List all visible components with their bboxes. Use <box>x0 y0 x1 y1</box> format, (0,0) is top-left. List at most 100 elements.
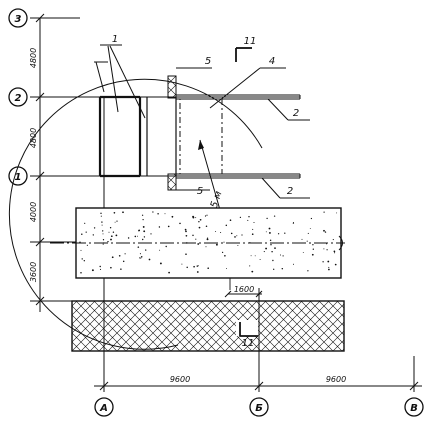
speckle <box>102 243 104 245</box>
svg-text:5: 5 <box>197 186 203 197</box>
speckle <box>85 231 87 233</box>
svg-text:1: 1 <box>112 34 118 45</box>
speckle <box>159 262 162 265</box>
speckle <box>108 231 110 233</box>
speckle <box>205 225 208 228</box>
speckle <box>253 221 255 224</box>
speckle <box>81 233 83 236</box>
speckle <box>107 240 109 243</box>
speckle <box>102 233 104 235</box>
speckle <box>326 249 328 251</box>
speckle <box>248 216 250 218</box>
speckle <box>277 233 280 235</box>
callout-2-lower: 2 <box>261 177 310 199</box>
speckle <box>142 218 144 221</box>
speckle <box>168 271 170 274</box>
speckle <box>236 235 238 237</box>
speckle <box>259 259 261 260</box>
speckle <box>250 255 252 257</box>
speckle <box>284 232 286 234</box>
speckle <box>137 246 140 248</box>
speckle <box>112 231 115 233</box>
speckle <box>312 248 314 250</box>
speckle <box>196 265 199 267</box>
speckle <box>220 231 222 234</box>
dim-span-ab: 9600 <box>170 375 190 384</box>
speckle <box>185 253 187 255</box>
section-mark-bottom: 11 <box>239 322 258 349</box>
callout-5-lower: 5 <box>176 186 210 197</box>
speckle <box>148 258 151 261</box>
speckle <box>142 225 145 228</box>
speckle <box>91 269 94 272</box>
speckle <box>225 224 228 227</box>
speckle <box>93 227 96 229</box>
speckle <box>118 255 121 257</box>
speckle <box>109 227 112 229</box>
speckle <box>199 218 202 221</box>
speckle <box>292 222 295 224</box>
speckle <box>152 211 154 213</box>
speckle <box>273 215 276 217</box>
speckle <box>312 244 314 246</box>
speckle <box>150 233 152 235</box>
speckle <box>143 236 146 238</box>
speckle <box>186 266 188 269</box>
speckle <box>326 243 328 245</box>
speckle <box>332 239 334 241</box>
speckle <box>122 260 125 263</box>
dim-span-bv: 9600 <box>326 375 346 384</box>
vertical-dimension-chain: 4800 4800 4000 3600 <box>29 13 45 312</box>
speckle <box>136 235 138 237</box>
speckle <box>207 267 209 269</box>
svg-text:А: А <box>99 403 108 414</box>
speckle <box>122 211 124 214</box>
offset-dimension: 1600 <box>224 285 263 298</box>
horizontal-dimension-chain: 9600 9600 <box>94 375 422 391</box>
speckle <box>114 221 116 223</box>
speckle <box>322 261 324 263</box>
speckle <box>274 247 276 249</box>
speckle <box>116 220 118 222</box>
speckle <box>268 227 271 230</box>
speckle <box>327 260 330 263</box>
speckle <box>323 248 325 250</box>
speckle <box>205 246 207 248</box>
speckle <box>281 267 284 270</box>
speckle <box>101 224 103 226</box>
speckle <box>145 249 147 251</box>
speckle <box>251 270 254 273</box>
speckle <box>127 237 130 239</box>
speckle <box>268 231 271 234</box>
speckle <box>269 239 272 242</box>
callout-5-upper: 5 <box>176 56 212 69</box>
speckle <box>270 243 272 246</box>
speckle <box>302 252 304 254</box>
speckle <box>247 219 249 221</box>
speckle <box>282 255 284 257</box>
axis-bubble-col-b: Б <box>249 397 269 417</box>
axis-bubble-row-1: 1 <box>8 166 28 186</box>
speckle <box>229 219 232 221</box>
speckle <box>181 263 183 265</box>
speckle <box>81 258 83 260</box>
hatched-strip <box>71 300 345 352</box>
callout-1: 1 <box>94 34 146 119</box>
speckle <box>120 268 122 270</box>
speckle <box>265 231 267 233</box>
speckle <box>265 247 268 250</box>
speckle <box>100 212 102 215</box>
speckle <box>215 231 217 232</box>
svg-text:2: 2 <box>293 108 299 119</box>
speckle <box>254 255 256 257</box>
speckle <box>215 243 218 246</box>
speckle <box>179 222 181 225</box>
svg-text:3: 3 <box>15 14 22 25</box>
speckle <box>165 245 167 248</box>
dim-row-1-below: 4000 <box>29 202 38 222</box>
speckle <box>80 249 82 251</box>
speckle <box>206 238 209 241</box>
speckle <box>164 213 166 215</box>
speckle <box>310 217 313 220</box>
